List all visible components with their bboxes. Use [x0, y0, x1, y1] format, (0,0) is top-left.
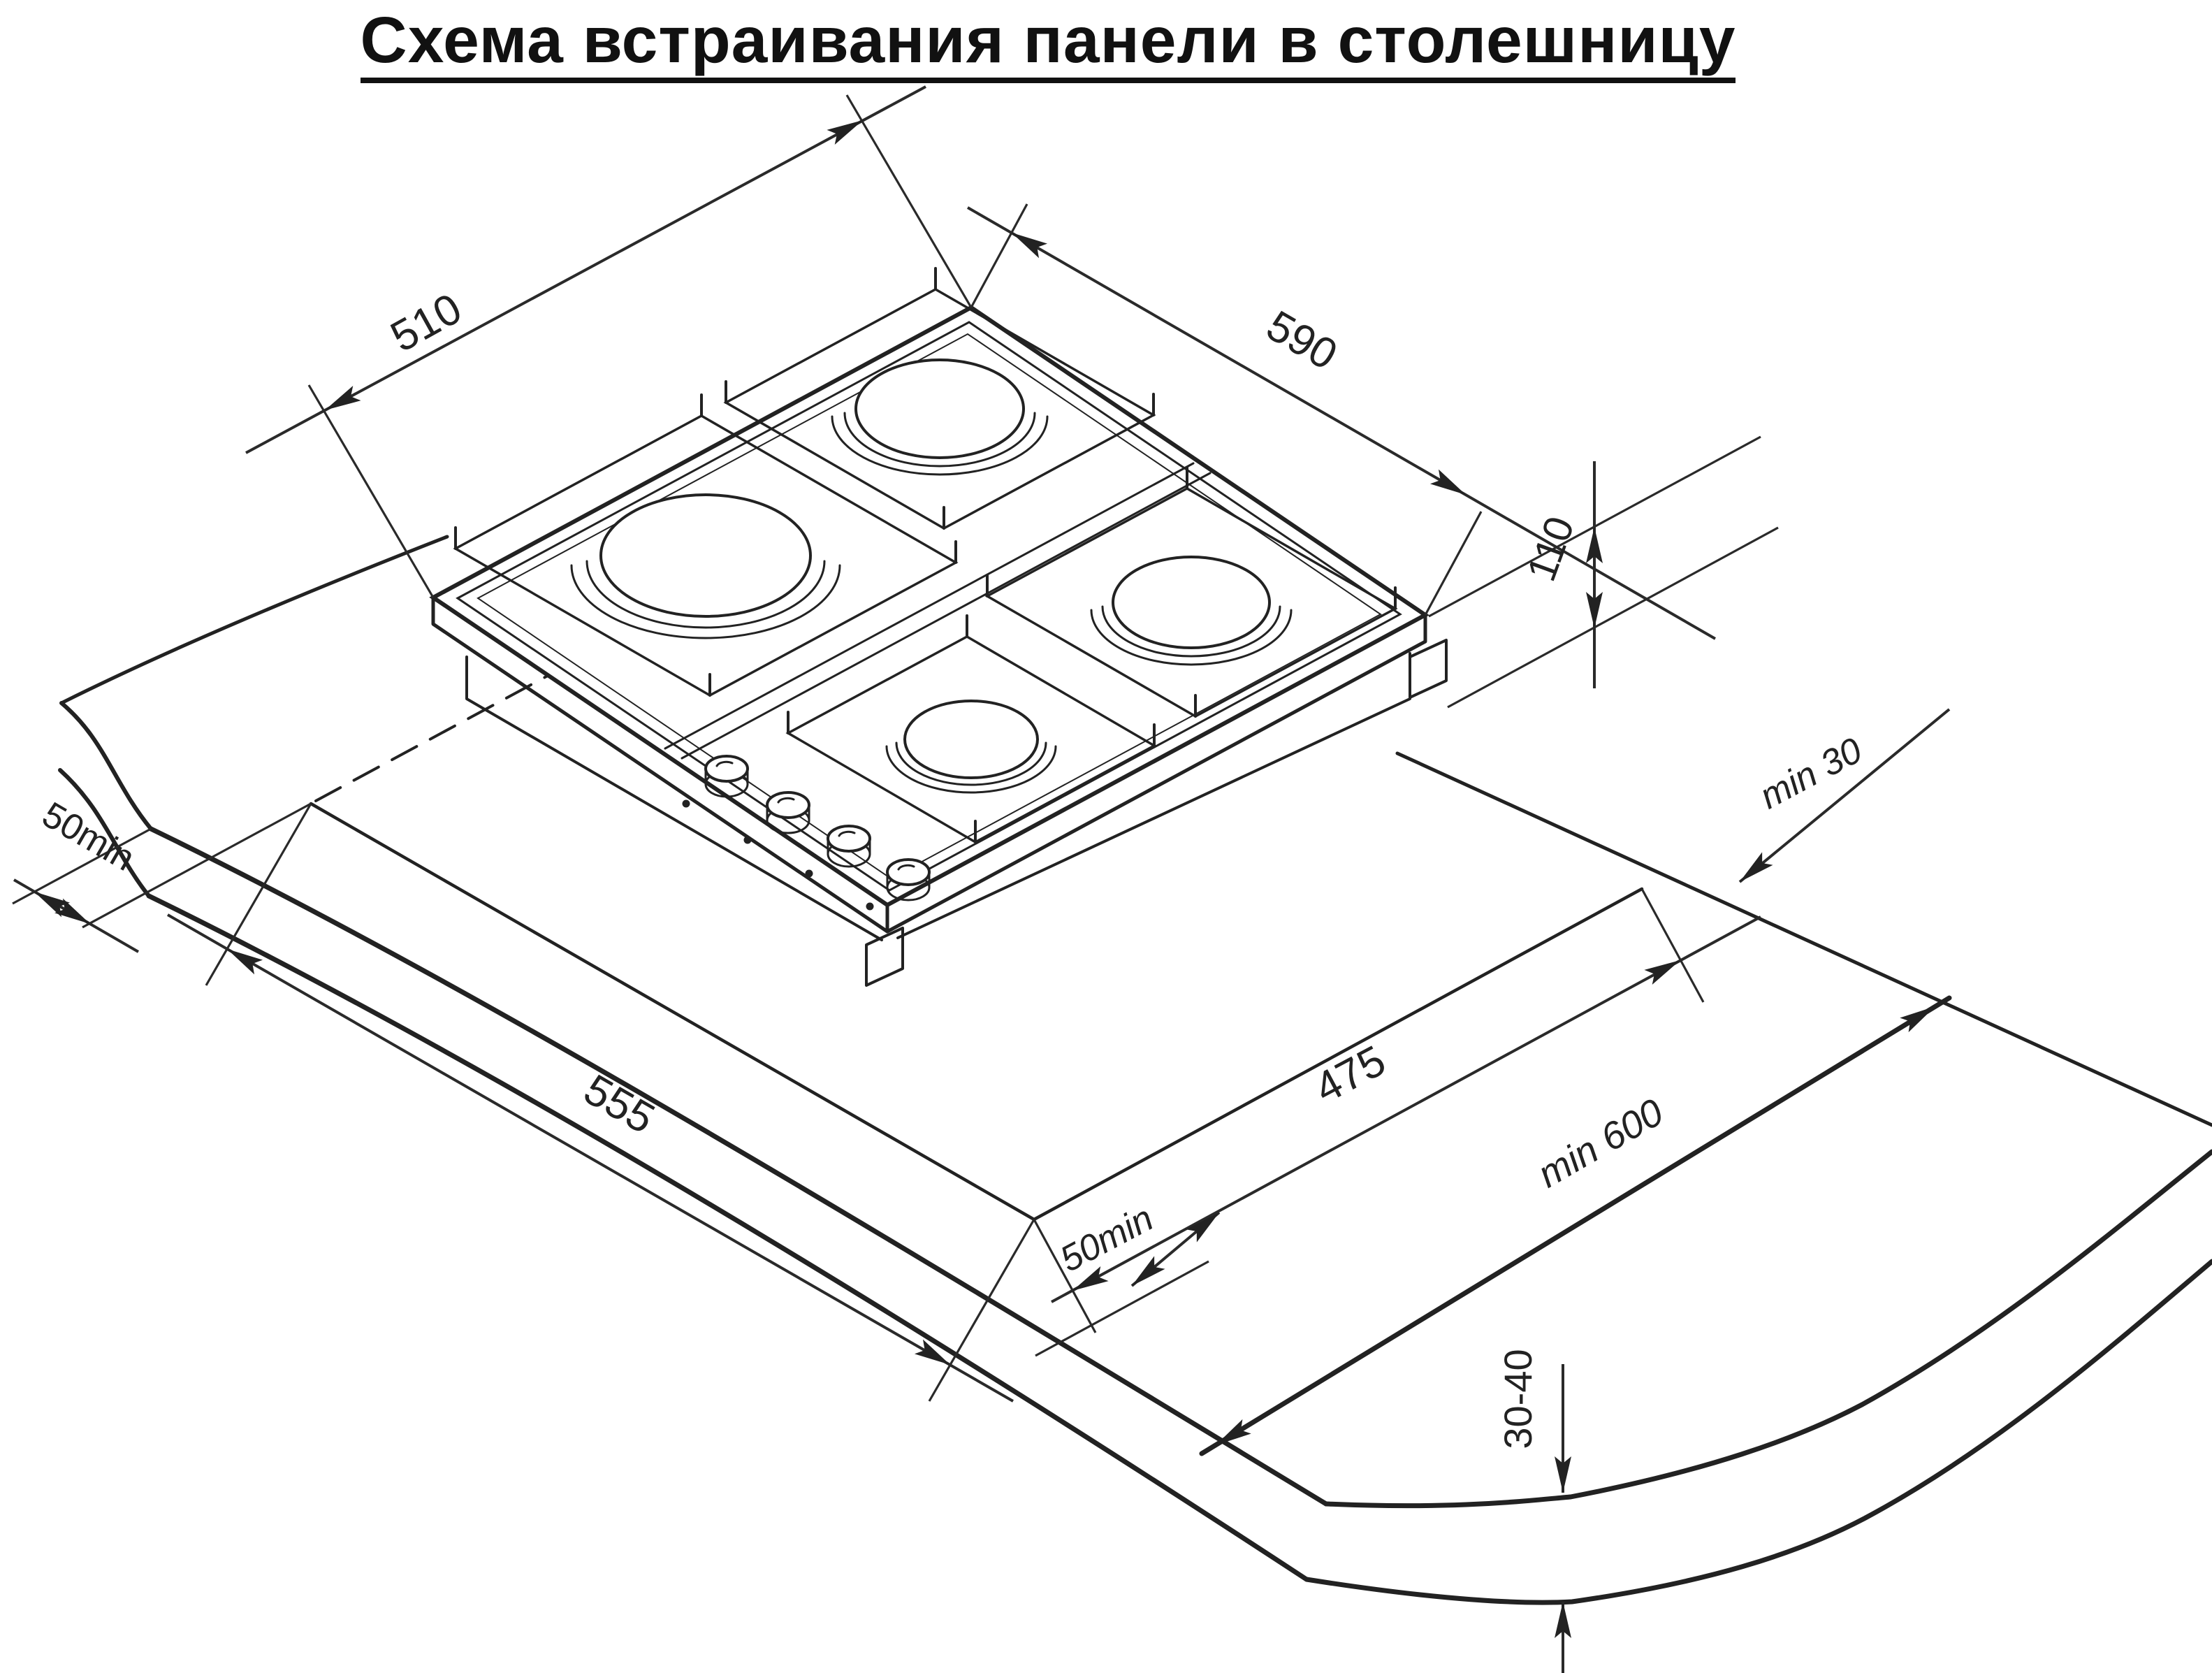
- knob: [766, 791, 810, 834]
- min600-dimension-line: [1199, 995, 1952, 1456]
- knob: [704, 755, 749, 798]
- hob: [429, 267, 1448, 987]
- burner-front-small: [885, 700, 1057, 794]
- burner-back: [831, 358, 1049, 476]
- hob-inner-rim: [456, 321, 1402, 892]
- burner-large: [570, 493, 841, 639]
- dim-label-475: 475: [1307, 1036, 1394, 1113]
- dimension-30-40: 30-40: [1496, 1349, 1571, 1673]
- page-title-text: Схема встраивания панели в столешницу: [360, 6, 1736, 83]
- hob-glass-edge-faces: [431, 595, 1427, 934]
- worktop-left-end-top: [59, 701, 153, 831]
- burner-right: [1090, 556, 1293, 666]
- page-title: Схема встраивания панели в столешницу: [210, 3, 1886, 83]
- dim-label-510: 510: [383, 284, 470, 362]
- knob: [827, 825, 871, 868]
- hob-center-channel: [664, 462, 1211, 760]
- dim-label-min30: min 30: [1754, 730, 1869, 818]
- dimension-110: 110: [1428, 435, 1779, 709]
- knob: [886, 858, 931, 901]
- dimension-50min-left: 50min: [12, 795, 312, 953]
- hob-mounting-tab-right: [1409, 639, 1448, 699]
- worktop-front-left-bottom-edge: [146, 893, 1309, 1582]
- dim-label-590: 590: [1258, 302, 1345, 379]
- dim-label-50min-front: 50min: [1054, 1198, 1160, 1280]
- worktop-back-right-edge: [1395, 751, 2212, 1127]
- dim-label-50min-left: 50min: [36, 795, 142, 879]
- ignition-dots: [682, 799, 874, 911]
- worktop-outline: [58, 535, 2212, 1605]
- control-knobs: [682, 755, 931, 911]
- worktop-left-end-bottom: [58, 768, 151, 898]
- dimension-50min-front: 50min: [1035, 1198, 1225, 1357]
- worktop-back-left-edge: [59, 535, 449, 705]
- grate-prongs: [454, 267, 1397, 843]
- worktop-front-right-top-edge: [1323, 1149, 2212, 1509]
- dim-label-30-40: 30-40: [1496, 1349, 1540, 1449]
- dim-label-110: 110: [1518, 511, 1583, 587]
- cutout-visible-edges: [309, 802, 1644, 1222]
- worktop-front-left-top-edge: [148, 826, 1329, 1507]
- dimension-min30: min 30: [1734, 708, 1951, 889]
- burners: [570, 358, 1293, 794]
- hob-mounting-tab-front: [865, 927, 904, 987]
- worktop-front-right-bottom-edge: [1304, 1259, 2212, 1605]
- hob-inner-rim-2: [476, 333, 1382, 880]
- pan-support-grates: [453, 267, 1398, 844]
